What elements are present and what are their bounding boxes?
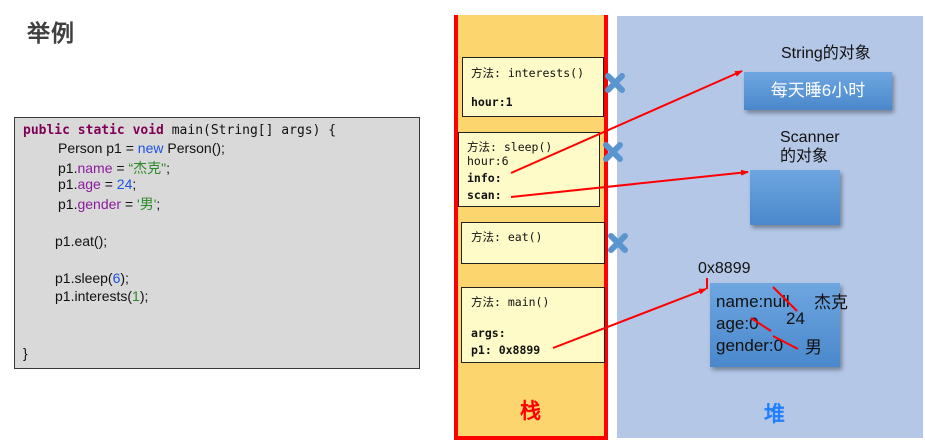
person-new-gender: 男 bbox=[805, 338, 822, 357]
person-object: name:null age:0 gender:0 24 bbox=[710, 283, 840, 367]
code-number: 1 bbox=[132, 288, 140, 304]
frame-var: args: bbox=[471, 326, 506, 340]
person-new-age: 24 bbox=[786, 309, 805, 328]
stack-frame-interests: 方法: interests() hour:1 bbox=[462, 57, 604, 117]
code-field: name bbox=[77, 160, 113, 176]
person-new-name: 杰克 bbox=[814, 293, 848, 312]
person-field-name: name:null bbox=[716, 292, 790, 311]
heap-label: 堆 bbox=[764, 402, 785, 426]
code-text: = bbox=[121, 196, 138, 212]
code-text: p1.sleep( bbox=[55, 270, 113, 286]
frame-method: 方法: sleep() bbox=[467, 140, 553, 154]
stack-label: 栈 bbox=[520, 399, 541, 423]
code-text: = bbox=[100, 176, 117, 192]
code-text: ); bbox=[139, 288, 149, 304]
code-text: p1. bbox=[58, 196, 78, 212]
code-number: 6 bbox=[112, 270, 121, 286]
code-line-close-brace: } bbox=[23, 345, 28, 361]
code-keywords: public static void bbox=[23, 123, 164, 138]
code-text: ); bbox=[120, 270, 129, 286]
person-field-age: age:0 bbox=[716, 314, 759, 333]
person-field-gender: gender:0 bbox=[716, 336, 784, 355]
frame-var: p1: 0x8899 bbox=[471, 343, 541, 357]
stack-frame-main: 方法: main() args: p1: 0x8899 bbox=[461, 287, 605, 363]
code-block: public static void main(String[] args) {… bbox=[14, 117, 420, 369]
page-title: 举例 bbox=[27, 21, 75, 47]
code-text: p1.interests( bbox=[55, 288, 133, 304]
frame-var: scan: bbox=[467, 188, 502, 202]
code-field: age bbox=[77, 176, 101, 192]
stack-frame-eat: 方法: eat() bbox=[461, 222, 605, 264]
scanner-object-caption-line2: 的对象 bbox=[780, 148, 829, 165]
frame-var: info: bbox=[467, 171, 502, 185]
scanner-object-caption-line1: Scanner bbox=[780, 129, 840, 146]
code-line-eat: p1.eat(); bbox=[55, 233, 108, 249]
code-text: ; bbox=[132, 176, 137, 192]
frame-method: 方法: eat() bbox=[471, 230, 543, 244]
stack-area: 方法: interests() hour:1 方法: sleep() hour:… bbox=[454, 15, 608, 440]
code-string: '男' bbox=[137, 196, 157, 212]
frame-var: hour:6 bbox=[467, 154, 509, 168]
frame-method: 方法: main() bbox=[471, 295, 550, 309]
code-text: p1. bbox=[58, 176, 78, 192]
code-string: “杰克" bbox=[128, 160, 167, 176]
code-keyword-new: new bbox=[137, 140, 164, 156]
person-object-address: 0x8899 bbox=[698, 260, 751, 277]
stack-frame-sleep: 方法: sleep() hour:6 info: scan: bbox=[458, 132, 600, 207]
code-line-age: p1.age = 24; bbox=[58, 176, 136, 192]
code-field: gender bbox=[77, 196, 122, 212]
code-text: main(String[] args) { bbox=[163, 123, 337, 138]
code-line-sleep: p1.sleep(6); bbox=[55, 270, 129, 286]
string-object: 每天睡6小时 bbox=[744, 72, 892, 110]
code-line-name: p1.name = “杰克"; bbox=[58, 158, 170, 178]
code-text: p1. bbox=[58, 160, 78, 176]
code-text: ; bbox=[166, 160, 170, 176]
scanner-object bbox=[750, 170, 840, 225]
code-line-signature: public static void main(String[] args) { bbox=[23, 123, 336, 138]
heap-area: String的对象 每天睡6小时 Scanner 的对象 0x8899 name… bbox=[617, 16, 923, 438]
code-text: Person p1 = bbox=[58, 140, 138, 156]
code-line-gender: p1.gender = '男'; bbox=[58, 194, 160, 214]
code-text: = bbox=[112, 160, 129, 176]
code-number: 24 bbox=[116, 176, 133, 192]
code-text: ; bbox=[156, 196, 161, 212]
frame-method: 方法: interests() bbox=[471, 66, 585, 80]
code-line-new-person: Person p1 = new Person(); bbox=[58, 140, 225, 156]
code-text: Person(); bbox=[163, 140, 225, 156]
code-line-interests: p1.interests(1); bbox=[55, 288, 148, 304]
string-object-caption: String的对象 bbox=[781, 45, 871, 62]
frame-var: hour:1 bbox=[471, 95, 513, 109]
